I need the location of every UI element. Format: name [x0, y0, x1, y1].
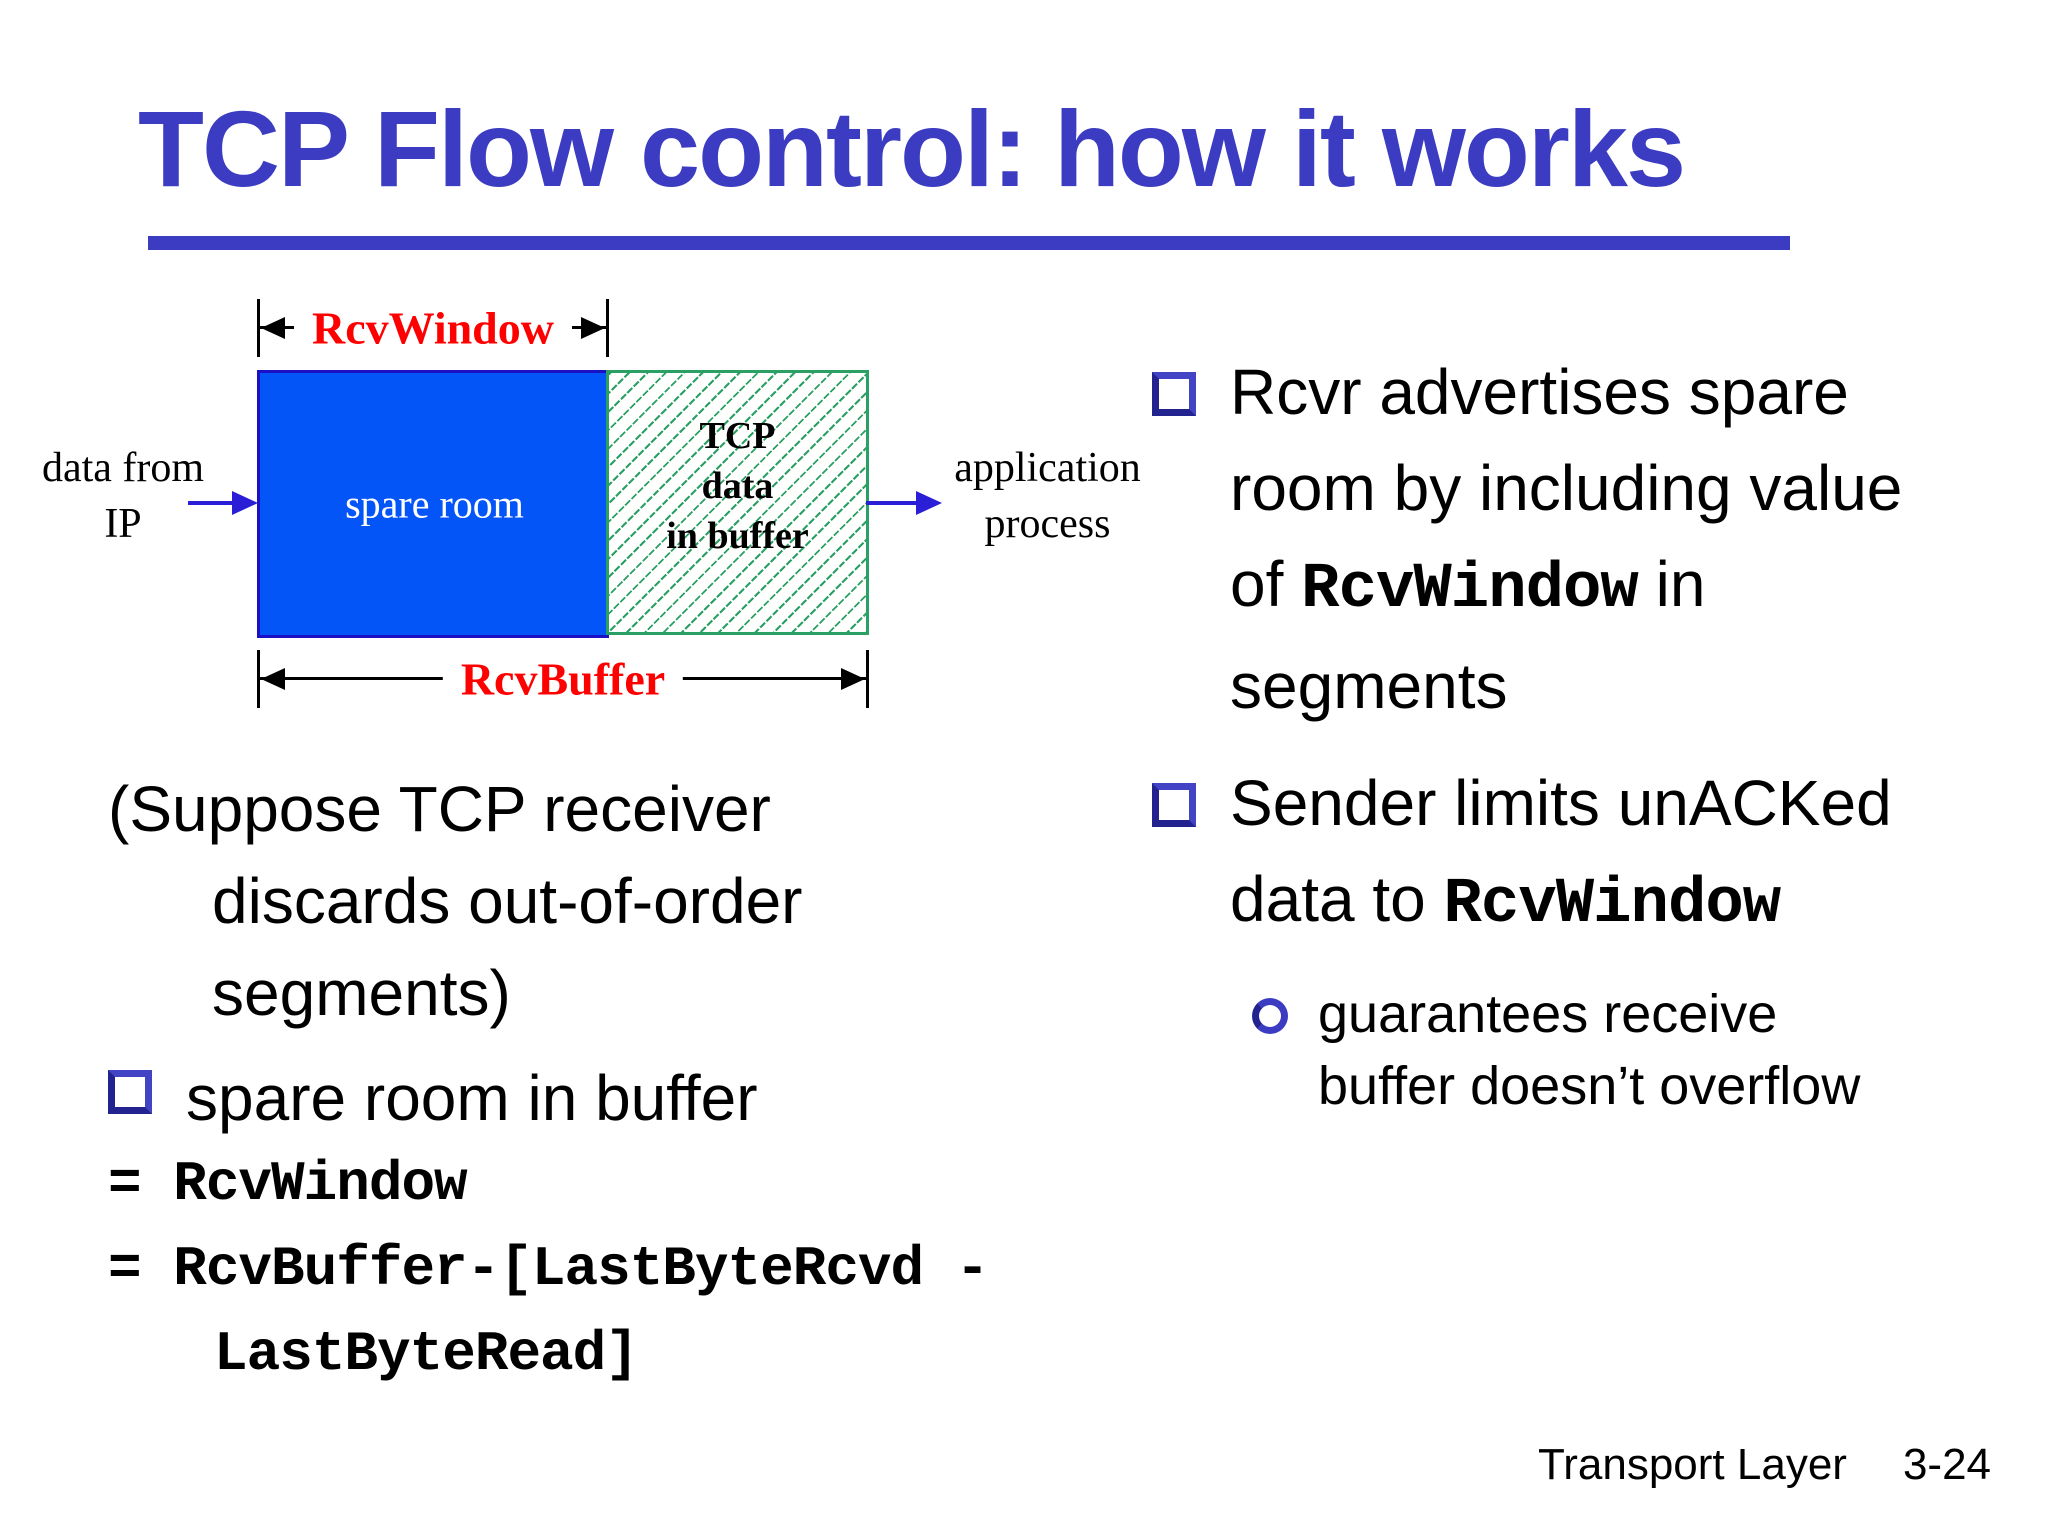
bullet-rcvr-advertises-text: Rcvr advertises spare room by including …	[1230, 344, 1902, 734]
b1-line1: Rcvr advertises spare	[1230, 356, 1849, 428]
formula-lastbyteread: LastByteRead]	[214, 1322, 639, 1386]
title-underline	[148, 236, 1790, 250]
arrowhead-right-icon	[841, 668, 865, 690]
b1-line3-pre: of	[1230, 548, 1302, 620]
tcp-data-label: TCP data in buffer	[609, 411, 866, 561]
data-from-label-line1: data from	[41, 445, 205, 491]
app-outflow-arrow-line	[866, 501, 918, 505]
bullet-rcvr-advertises: Rcvr advertises spare room by including …	[1152, 344, 2042, 734]
b1-line3-post: in	[1637, 548, 1706, 620]
data-from-label-line2: IP	[104, 501, 142, 547]
sub-line2: buffer doesn’t overflow	[1318, 1056, 1861, 1116]
tcp-data-line2: data	[701, 465, 774, 507]
note-line1: (Suppose TCP receiver	[108, 773, 771, 845]
bullet-sender-limits: Sender limits unACKed data to RcvWindow	[1152, 755, 2042, 953]
spare-room-region: spare room	[257, 370, 609, 638]
data-from-ip-label: data from IP	[28, 440, 218, 552]
arrowhead-left-icon	[261, 317, 285, 339]
formula-rcvbuffer: = RcvBuffer-[LastByteRcvd -	[108, 1237, 989, 1301]
rcvwindow-measure: RcvWindow	[257, 299, 609, 357]
footer-section-label: Transport Layer	[1538, 1440, 1847, 1489]
page-title: TCP Flow control: how it works	[138, 88, 1686, 209]
footer: Transport Layer 3-24	[1538, 1440, 1991, 1490]
subbullet-guarantees-text: guarantees receive buffer doesn’t overfl…	[1318, 978, 1860, 1122]
b2-line2-pre: data to	[1230, 863, 1444, 935]
tcp-data-line1: TCP	[699, 415, 776, 457]
subbullet-guarantees: guarantees receive buffer doesn’t overfl…	[1252, 978, 2042, 1122]
note-line2: discards out-of-order	[212, 865, 803, 937]
rcvwindow-label: RcvWindow	[294, 301, 572, 355]
bullet-sender-limits-text: Sender limits unACKed data to RcvWindow	[1230, 755, 1892, 953]
circle-bullet-icon	[1252, 998, 1288, 1034]
square-bullet-icon	[1152, 372, 1196, 416]
square-bullet-icon	[1152, 783, 1196, 827]
b2-line2-code: RcvWindow	[1443, 869, 1782, 941]
arrowhead-left-icon	[261, 668, 285, 690]
tcp-data-region: TCP data in buffer	[606, 370, 869, 635]
measure-tick	[606, 299, 609, 357]
formula-rcvwindow: = RcvWindow	[108, 1152, 468, 1216]
ip-inflow-arrowhead-icon	[232, 491, 258, 515]
sub-line1: guarantees receive	[1318, 984, 1778, 1044]
b2-line2: data to RcvWindow	[1230, 851, 1892, 953]
measure-tick	[866, 650, 869, 708]
b1-line3: of RcvWindow in	[1230, 536, 1902, 638]
suppose-note: (Suppose TCP receiver discards out-of-or…	[108, 763, 1058, 1039]
bullet-spare-room-text: spare room in buffer	[186, 1062, 758, 1134]
b1-line4: segments	[1230, 650, 1508, 722]
bullet-spare-room: spare room in buffer	[108, 1052, 1058, 1144]
rcvbuffer-label: RcvBuffer	[442, 652, 684, 706]
measure-tick	[257, 650, 260, 708]
application-label-line1: application	[954, 445, 1141, 491]
application-label-line2: process	[984, 501, 1111, 547]
arrowhead-right-icon	[581, 317, 605, 339]
square-bullet-icon	[108, 1070, 152, 1114]
application-process-label: application process	[950, 440, 1145, 552]
note-line3: segments)	[212, 957, 511, 1029]
ip-inflow-arrow-line	[188, 501, 234, 505]
footer-page-number: 3-24	[1902, 1440, 1992, 1489]
app-outflow-arrowhead-icon	[916, 491, 942, 515]
measure-tick	[257, 299, 260, 357]
b1-line2: room by including value	[1230, 452, 1903, 524]
rcvbuffer-measure: RcvBuffer	[257, 650, 869, 708]
spare-room-label: spare room	[345, 481, 524, 527]
b1-line3-code: RcvWindow	[1301, 554, 1639, 626]
b2-line1: Sender limits unACKed	[1230, 767, 1892, 839]
tcp-data-line3: in buffer	[666, 515, 809, 557]
